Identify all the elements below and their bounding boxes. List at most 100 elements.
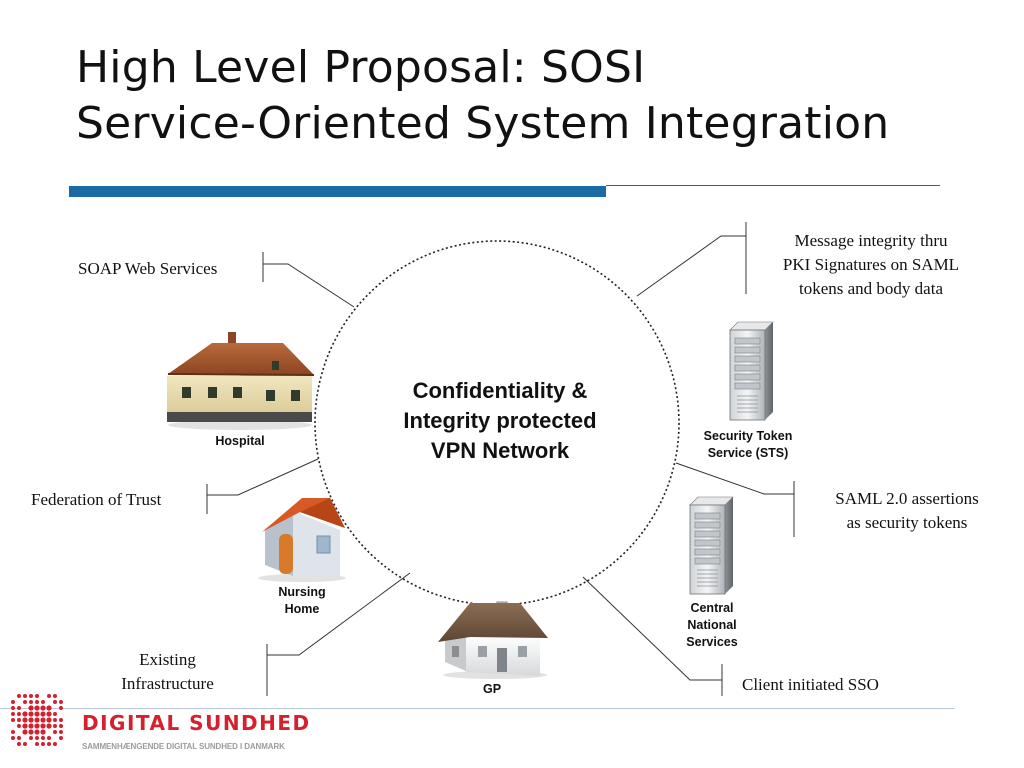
logo-dot xyxy=(22,717,28,723)
federation-connector xyxy=(207,458,319,496)
footer-tagline: SAMMENHÆNGENDE DIGITAL SUNDHED I DANMARK xyxy=(82,742,285,751)
logo-dot xyxy=(59,718,63,722)
logo-dot xyxy=(22,729,28,735)
network-line-3: VPN Network xyxy=(430,438,570,463)
logo-dot xyxy=(53,742,57,746)
logo-dot xyxy=(41,742,45,746)
logo-dot xyxy=(28,705,34,711)
logo-dot xyxy=(40,705,46,711)
saml-line-2: as security tokens xyxy=(846,513,968,532)
logo-dot xyxy=(23,700,27,704)
logo-dot xyxy=(59,730,63,734)
logo-dot xyxy=(29,694,33,698)
logo-dot xyxy=(34,717,40,723)
existing-callout: Existing Infrastructure xyxy=(100,648,235,696)
logo-dot xyxy=(29,736,33,740)
logo-dot xyxy=(17,742,21,746)
central-line-2: National xyxy=(687,618,737,632)
federation-callout: Federation of Trust xyxy=(31,490,162,509)
soap-callout: SOAP Web Services xyxy=(78,259,218,278)
saml-callout: SAML 2.0 assertions as security tokens xyxy=(806,487,1008,535)
footer-divider xyxy=(0,708,955,709)
logo-dot xyxy=(59,700,63,704)
sosi-diagram xyxy=(167,222,795,696)
network-line-2: Integrity protected xyxy=(403,408,597,433)
logo-dot xyxy=(17,694,21,698)
logo-dot xyxy=(35,694,39,698)
logo-dot xyxy=(23,742,27,746)
sts-server-icon xyxy=(729,321,774,421)
title-underline-thin xyxy=(606,185,940,186)
logo-dot xyxy=(46,711,52,717)
hospital-caption: Hospital xyxy=(215,434,265,448)
logo-dot xyxy=(59,706,63,710)
logo-dot xyxy=(28,717,34,723)
network-line-1: Confidentiality & xyxy=(412,378,588,403)
logo-dot xyxy=(46,723,52,729)
logo-dot xyxy=(11,718,15,722)
logo-dot xyxy=(29,700,33,704)
nursing-line-2: Home xyxy=(284,602,320,616)
logo-dot xyxy=(28,729,34,735)
logo-dot xyxy=(40,723,46,729)
logo-dot xyxy=(11,712,15,716)
gp-caption: GP xyxy=(482,682,502,696)
message-integrity-callout: Message integrity thru PKI Signatures on… xyxy=(757,229,985,301)
gp-house-icon xyxy=(438,601,548,679)
hospital-building-icon xyxy=(167,332,315,430)
logo-dot xyxy=(40,717,46,723)
logo-dot xyxy=(53,712,57,716)
logo-dot xyxy=(28,711,34,717)
sts-line-1: Security Token xyxy=(703,429,793,443)
logo-dot xyxy=(47,694,51,698)
central-caption: Central National Services xyxy=(672,600,752,651)
logo-dot xyxy=(41,700,45,704)
message-connector xyxy=(636,235,746,297)
logo-dot xyxy=(46,717,52,723)
existing-line-2: Infrastructure xyxy=(121,674,214,693)
title-underline-thick xyxy=(69,186,606,197)
logo-dot xyxy=(40,729,46,735)
logo-dot xyxy=(53,694,57,698)
logo-dot xyxy=(23,694,27,698)
message-line-3: tokens and body data xyxy=(799,279,943,298)
sts-caption: Security Token Service (STS) xyxy=(688,428,808,462)
logo-dot xyxy=(59,736,63,740)
logo-dot xyxy=(35,736,39,740)
nursing-home-caption: Nursing Home xyxy=(262,584,342,618)
logo-dot xyxy=(22,723,28,729)
logo-dot xyxy=(34,729,40,735)
logo-dot xyxy=(35,742,39,746)
sts-line-2: Service (STS) xyxy=(707,446,789,460)
sso-callout: Client initiated SSO xyxy=(742,675,879,694)
logo-dot xyxy=(59,724,63,728)
logo-dot xyxy=(11,736,15,740)
logo-dot xyxy=(53,700,57,704)
logo-dot xyxy=(17,736,21,740)
logo-dot xyxy=(34,711,40,717)
footer-brand-name: DIGITAL SUNDHED xyxy=(82,711,311,735)
saml-connector xyxy=(675,462,794,495)
logo-dot xyxy=(17,718,21,722)
saml-line-1: SAML 2.0 assertions xyxy=(835,489,979,508)
logo-dot xyxy=(40,711,46,717)
logo-dot xyxy=(17,706,21,710)
soap-connector xyxy=(263,263,355,308)
logo-dot xyxy=(22,711,28,717)
message-line-1: Message integrity thru xyxy=(794,231,948,250)
existing-line-1: Existing xyxy=(139,650,196,669)
logo-dot xyxy=(53,730,57,734)
logo-dot xyxy=(17,712,21,716)
logo-dot xyxy=(11,730,15,734)
logo-dot xyxy=(53,718,57,722)
logo-dot xyxy=(11,700,15,704)
logo-dot xyxy=(53,724,57,728)
logo-dot xyxy=(47,742,51,746)
logo-dot xyxy=(34,705,40,711)
logo-dot xyxy=(28,723,34,729)
logo-dot xyxy=(41,736,45,740)
logo-dot xyxy=(35,700,39,704)
logo-dot xyxy=(11,706,15,710)
nursing-home-icon xyxy=(258,498,346,582)
nursing-line-1: Nursing xyxy=(278,585,326,599)
